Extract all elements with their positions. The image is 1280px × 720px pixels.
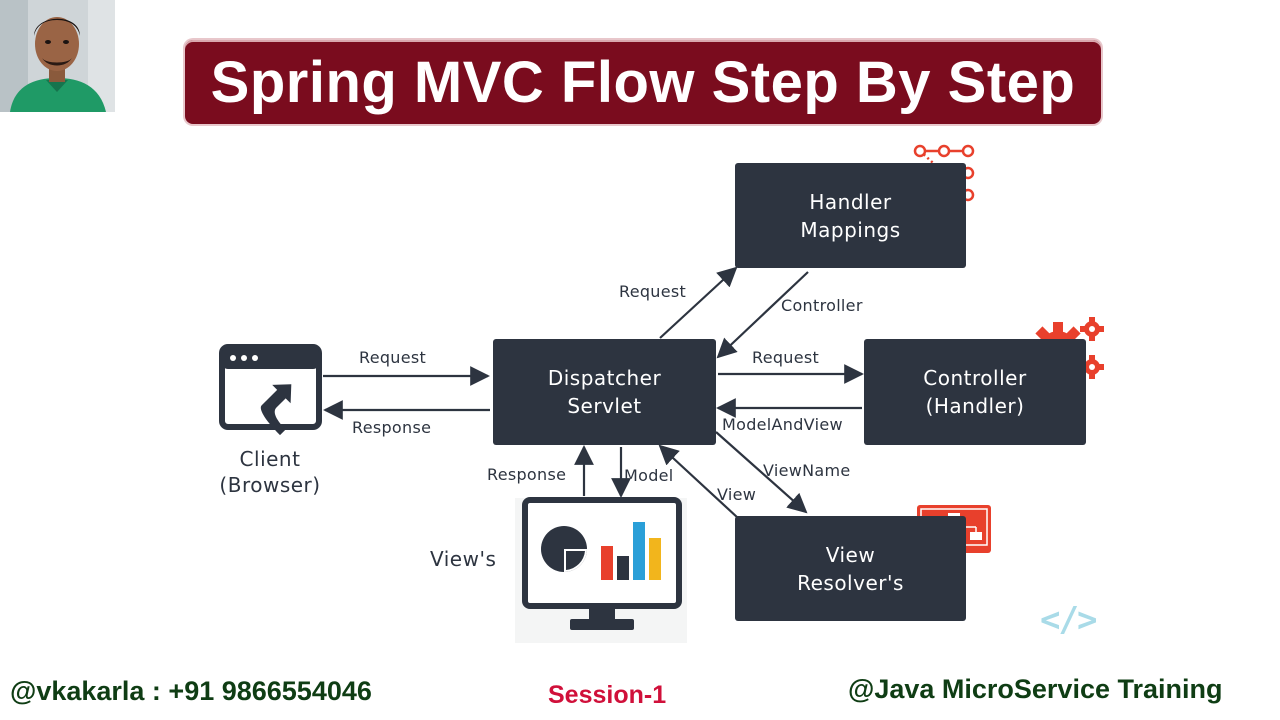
code-brackets-icon: </> xyxy=(1040,600,1097,640)
monitor-chart-icon xyxy=(515,497,687,643)
edge-label-controller-request: Request xyxy=(752,348,820,367)
edge-label-view: View xyxy=(717,485,757,504)
edge-label-client-response: Response xyxy=(352,418,432,437)
dispatcher-servlet-box: Dispatcher Servlet xyxy=(493,339,716,445)
edge-label-model: Model xyxy=(624,466,674,485)
controller-box: Controller (Handler) xyxy=(864,339,1086,445)
title-banner: Spring MVC Flow Step By Step xyxy=(185,40,1101,124)
presenter-avatar xyxy=(0,0,115,112)
footer-session: Session-1 xyxy=(548,681,667,709)
page-title: Spring MVC Flow Step By Step xyxy=(210,49,1076,115)
edge-label-view-response: Response xyxy=(487,465,567,484)
edge-label-model-and-view: ModelAndView xyxy=(722,415,843,434)
browser-icon xyxy=(219,344,322,436)
views-label: View's xyxy=(430,547,497,571)
client-label: Client (Browser) xyxy=(219,447,321,497)
edge-label-handler-request: Request xyxy=(619,282,687,301)
footer-contact: @vkakarla : +91 9866554046 xyxy=(10,676,372,706)
arrow-to-handler xyxy=(659,266,738,339)
edge-label-controller: Controller xyxy=(781,296,863,315)
view-resolver-box: View Resolver's xyxy=(735,516,966,621)
arrow-from-resolver xyxy=(658,444,739,519)
edge-label-client-request: Request xyxy=(359,348,427,367)
handler-mappings-box: Handler Mappings xyxy=(735,163,966,268)
footer-training: @Java MicroService Training xyxy=(848,674,1223,704)
arrow-to-resolver xyxy=(715,431,808,514)
arrow-from-handler xyxy=(716,271,809,359)
presenter-photo-icon xyxy=(0,0,115,112)
edge-label-view-name: ViewName xyxy=(763,461,851,480)
